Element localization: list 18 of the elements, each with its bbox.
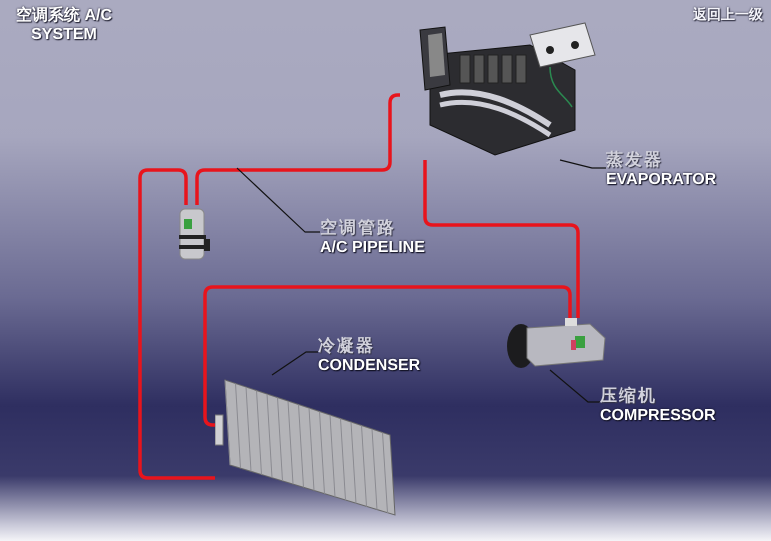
pipe-line [195, 93, 400, 205]
leader-line [236, 168, 320, 233]
chinese-label: 冷凝器 [318, 336, 375, 356]
title: 空调系统 A/C SYSTEM [15, 6, 113, 44]
english-label: CONDENSER [318, 356, 420, 375]
chinese-label: 空调管路 [320, 218, 396, 238]
leader-line [550, 370, 600, 403]
pipe-line [423, 160, 580, 318]
pipe-line [138, 168, 215, 480]
back-link: 返回上一级 [693, 6, 763, 24]
chinese-label: 压缩机 [600, 386, 657, 406]
leader-line [560, 159, 606, 169]
english-label: A/C PIPELINE [320, 238, 425, 257]
chinese-label: 蒸发器 [606, 150, 663, 170]
english-label: EVAPORATOR [606, 170, 716, 189]
english-label: COMPRESSOR [600, 406, 716, 425]
pipe-line [203, 285, 572, 427]
leader-line [272, 351, 318, 376]
